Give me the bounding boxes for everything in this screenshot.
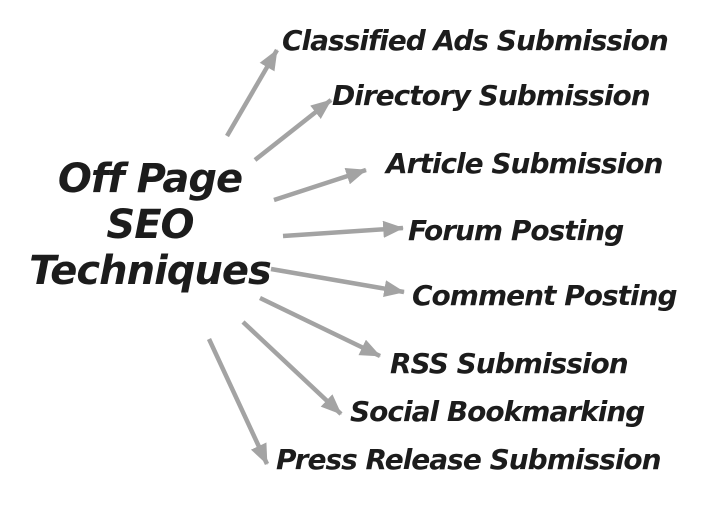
central-topic: Off Page SEO Techniques (22, 156, 278, 294)
technique-label-comment-posting: Comment Posting (412, 279, 678, 312)
arrow-to-item-2 (273, 167, 367, 203)
central-topic-line-3: Techniques (29, 248, 272, 294)
arrow-to-item-3 (282, 220, 404, 239)
central-topic-line-1: Off Page (57, 156, 243, 202)
technique-label-article-submission: Article Submission (386, 147, 663, 180)
technique-label-press-release-submission: Press Release Submission (276, 443, 662, 476)
arrow-to-item-6 (241, 320, 343, 416)
arrow-to-item-7 (206, 338, 270, 465)
arrow-to-item-5 (259, 295, 381, 359)
connector-arrows (206, 48, 405, 465)
technique-label-classified-ads-submission: Classified Ads Submission (282, 24, 669, 57)
technique-label-social-bookmarking: Social Bookmarking (350, 395, 645, 428)
arrow-to-item-1 (253, 98, 333, 162)
technique-label-forum-posting: Forum Posting (408, 214, 624, 247)
arrow-to-item-4 (270, 266, 405, 298)
technique-label-directory-submission: Directory Submission (332, 79, 651, 112)
central-topic-line-2: SEO (106, 202, 194, 248)
technique-label-rss-submission: RSS Submission (390, 347, 629, 380)
arrow-to-item-0 (225, 48, 279, 138)
